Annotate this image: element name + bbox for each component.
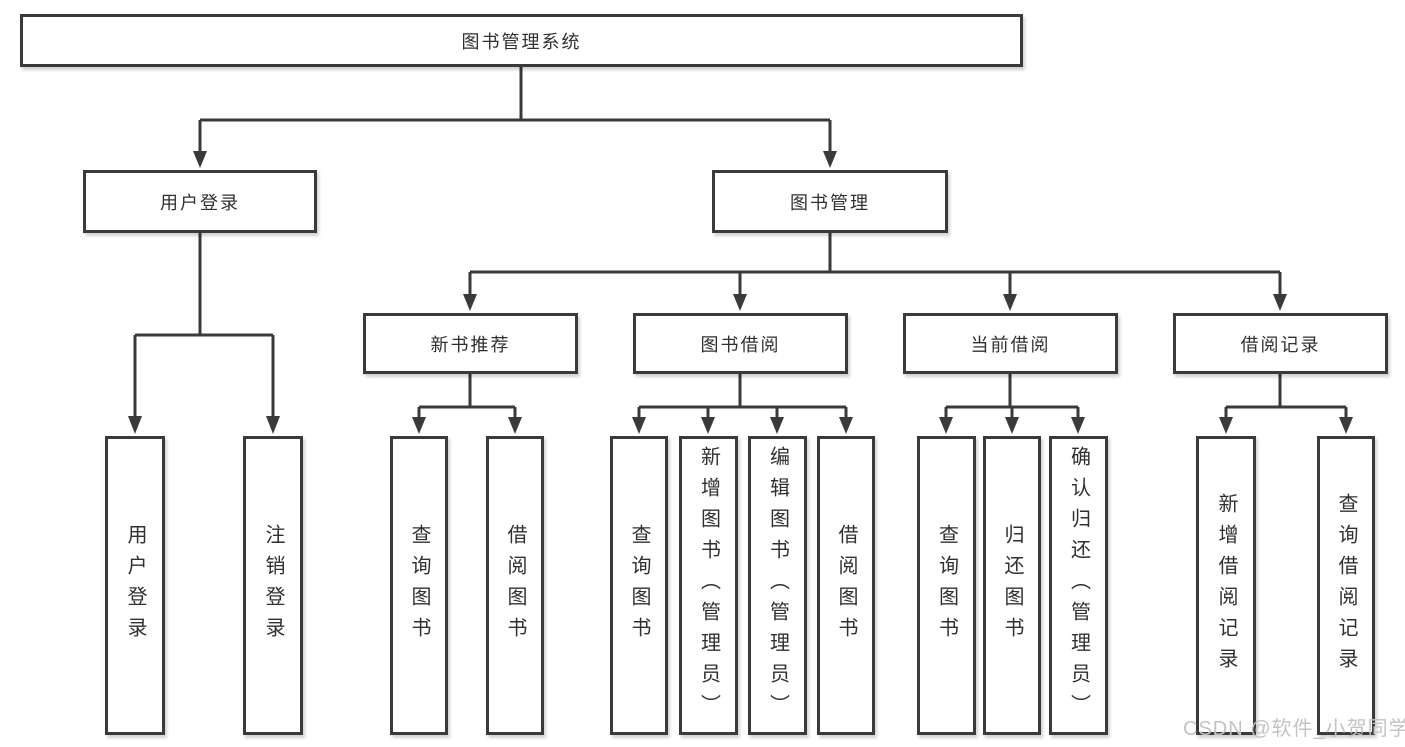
arrowhead-icon xyxy=(770,417,784,434)
leaf-label: 注销登录 xyxy=(262,523,284,648)
arrowhead-icon xyxy=(266,416,280,434)
leaf-label: 查询借阅记录 xyxy=(1335,492,1357,679)
leaf-query-books-current: 查询图书 xyxy=(917,436,976,735)
node-book-borrow: 图书借阅 xyxy=(633,313,848,374)
arrowhead-icon xyxy=(193,151,207,168)
connector-root xyxy=(193,67,837,168)
leaf-label: 借阅图书 xyxy=(835,523,857,648)
leaf-logout: 注销登录 xyxy=(243,436,303,735)
leaf-add-book-admin: 新增图书（管理员） xyxy=(679,436,738,735)
leaf-label: 借阅图书 xyxy=(504,523,526,648)
arrowhead-icon xyxy=(412,417,426,434)
connector-new-book-recommend xyxy=(412,374,522,434)
leaf-label: 查询图书 xyxy=(628,523,650,648)
arrowhead-icon xyxy=(839,417,853,434)
arrowhead-icon xyxy=(1339,417,1353,434)
node-library-management-system: 图书管理系统 xyxy=(20,14,1023,67)
leaf-edit-book-admin: 编辑图书（管理员） xyxy=(748,436,807,735)
leaf-label: 编辑图书（管理员） xyxy=(766,446,789,725)
connector-borrow-records xyxy=(1219,374,1353,434)
leaf-return-books: 归还图书 xyxy=(983,436,1041,735)
arrowhead-icon xyxy=(1273,294,1287,311)
leaf-label: 新增借阅记录 xyxy=(1215,492,1237,679)
arrowhead-icon xyxy=(128,416,142,434)
connector-user-login xyxy=(128,233,280,434)
leaf-label: 查询图书 xyxy=(935,523,958,648)
arrowhead-icon xyxy=(1005,417,1019,434)
arrowhead-icon xyxy=(733,294,747,311)
arrowhead-icon xyxy=(1219,417,1233,434)
arrowhead-icon xyxy=(463,294,477,311)
node-current-borrow: 当前借阅 xyxy=(903,313,1118,374)
node-user-login: 用户登录 xyxy=(83,170,317,233)
arrowhead-icon xyxy=(1071,417,1085,434)
arrowhead-icon xyxy=(632,417,646,434)
connector-book-management xyxy=(463,233,1287,311)
node-borrow-records: 借阅记录 xyxy=(1173,313,1388,374)
leaf-label: 查询图书 xyxy=(408,523,430,648)
leaf-confirm-return-admin: 确认归还（管理员） xyxy=(1049,436,1108,735)
leaf-label: 新增图书（管理员） xyxy=(697,446,720,725)
leaf-query-borrow-record: 查询借阅记录 xyxy=(1317,436,1375,735)
leaf-query-books-borrow: 查询图书 xyxy=(610,436,668,735)
connector-book-borrow xyxy=(632,374,853,434)
arrowhead-icon xyxy=(508,417,522,434)
connector-current-borrow xyxy=(939,374,1085,434)
leaf-label: 确认归还（管理员） xyxy=(1067,446,1090,725)
leaf-label: 用户登录 xyxy=(124,523,146,648)
csdn-watermark: CSDN @软件_小贺同学 xyxy=(1183,718,1405,740)
arrowhead-icon xyxy=(701,417,715,434)
arrowhead-icon xyxy=(939,417,953,434)
node-new-book-recommend: 新书推荐 xyxy=(363,313,578,374)
leaf-borrow-books-recommend: 借阅图书 xyxy=(486,436,544,735)
leaf-user-login: 用户登录 xyxy=(105,436,165,735)
arrowhead-icon xyxy=(1003,294,1017,311)
node-book-management: 图书管理 xyxy=(712,170,948,233)
arrowhead-icon xyxy=(823,151,837,168)
leaf-add-borrow-record: 新增借阅记录 xyxy=(1196,436,1256,735)
leaf-label: 归还图书 xyxy=(1001,523,1023,648)
leaf-borrow-books: 借阅图书 xyxy=(817,436,875,735)
leaf-query-books-recommend: 查询图书 xyxy=(390,436,448,735)
